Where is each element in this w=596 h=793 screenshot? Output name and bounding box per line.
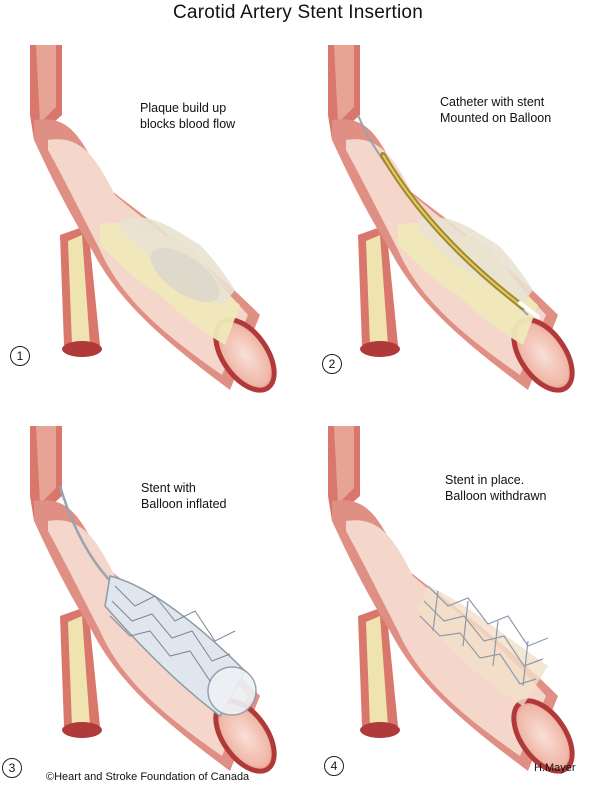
page-title: Carotid Artery Stent Insertion [173, 2, 423, 23]
panel-1: Plaque build up blocks blood flow 1 [0, 0, 298, 396]
artery-illustration-balloon [0, 396, 298, 792]
artist-credit: H.Mayer [534, 762, 576, 774]
artery-illustration-stent [298, 396, 596, 792]
step-number-3: 3 [2, 758, 22, 778]
panel-2: Catheter with stent Mounted on Balloon 2 [298, 0, 596, 396]
copyright-text: ©Heart and Stroke Foundation of Canada [46, 771, 250, 783]
panel-4: Stent in place. Balloon withdrawn 4 [298, 396, 596, 792]
caption-plaque: Plaque build up blocks blood flow [140, 101, 236, 131]
artery-illustration-catheter [298, 0, 596, 396]
caption-balloon: Stent with Balloon inflated [141, 481, 227, 511]
caption-stent-in-place: Stent in place. Balloon withdrawn [445, 473, 547, 503]
artery-illustration-plaque [0, 0, 298, 396]
step-number-2: 2 [322, 354, 342, 374]
step-number-1: 1 [10, 346, 30, 366]
caption-catheter: Catheter with stent Mounted on Balloon [440, 95, 552, 125]
panel-3: Stent with Balloon inflated 3 [0, 396, 298, 792]
step-number-4: 4 [324, 756, 344, 776]
